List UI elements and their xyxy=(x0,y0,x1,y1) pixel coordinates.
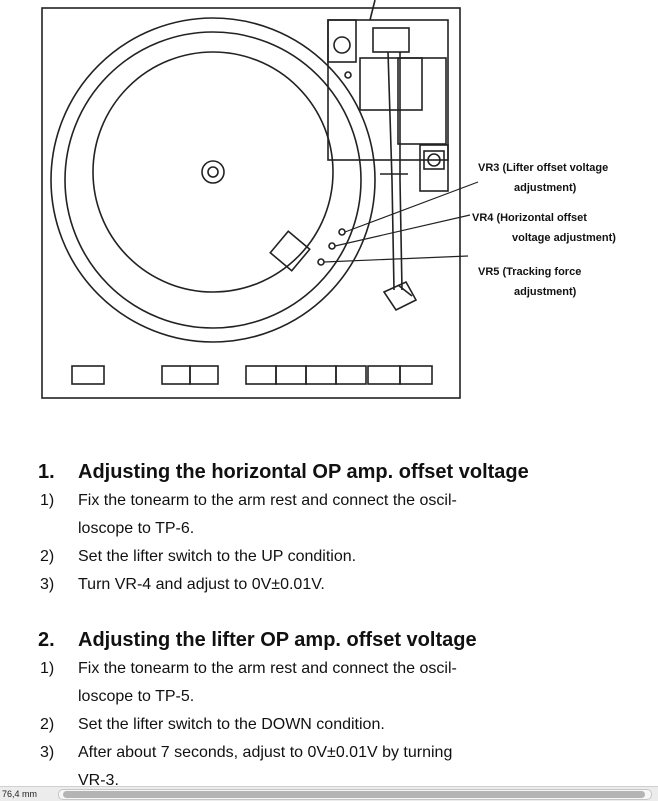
step-text-line2: VR-3. xyxy=(78,772,119,789)
vr3-leader xyxy=(344,181,479,233)
front-button-8 xyxy=(367,365,401,385)
section-horizontal-offset: 1. Adjusting the horizontal OP amp. offse… xyxy=(38,457,638,599)
viewer-status-bar: 76,4 mm xyxy=(0,786,658,801)
arm-block-2 xyxy=(397,57,447,145)
vr5-callout: VR5 (Tracking force adjustment) xyxy=(478,262,581,302)
step-text-line1: Set the lifter switch to the DOWN condit… xyxy=(78,716,385,733)
section-number: 2. xyxy=(38,629,55,651)
tonearm-pivot xyxy=(372,27,410,53)
lifter-knob xyxy=(427,153,441,167)
section-number: 1. xyxy=(38,461,55,483)
step-text-line2: loscope to TP-6. xyxy=(78,520,195,537)
vr4-callout-line1: VR4 (Horizontal offset xyxy=(472,212,587,224)
front-button-4 xyxy=(245,365,277,385)
section-lifter-offset: 2. Adjusting the lifter OP amp. offset vo… xyxy=(38,625,638,795)
vr4-callout-line2: voltage adjustment) xyxy=(512,232,616,244)
horizontal-scrollbar[interactable] xyxy=(58,789,652,800)
step-text-line1: Fix the tonearm to the arm rest and conn… xyxy=(78,492,457,509)
step-text-line2: loscope to TP-5. xyxy=(78,688,195,705)
section-title: Adjusting the lifter OP amp. offset volt… xyxy=(78,629,477,651)
front-button-5 xyxy=(275,365,307,385)
arm-block-3 xyxy=(419,144,449,192)
vr3-callout-line1: VR3 (Lifter offset voltage xyxy=(478,162,609,174)
section-heading: 2. Adjusting the lifter OP amp. offset vo… xyxy=(38,625,638,655)
vr5-callout-line2: adjustment) xyxy=(514,286,577,298)
step-item: 3) Turn VR-4 and adjust to 0V±0.01V. xyxy=(38,571,638,599)
vr-point-3 xyxy=(317,258,325,266)
step-text-line1: Fix the tonearm to the arm rest and conn… xyxy=(78,660,457,677)
step-text-line1: Set the lifter switch to the UP conditio… xyxy=(78,548,357,565)
step-text-line1: Turn VR-4 and adjust to 0V±0.01V. xyxy=(78,576,325,593)
front-button-2 xyxy=(161,365,191,385)
scrollbar-thumb[interactable] xyxy=(63,791,645,798)
platter-outer xyxy=(50,17,376,343)
step-item: 2) Set the lifter switch to the DOWN con… xyxy=(38,711,638,739)
step-number: 2) xyxy=(40,548,55,565)
front-button-3 xyxy=(189,365,219,385)
front-button-9 xyxy=(399,365,433,385)
arm-base-top xyxy=(327,19,357,63)
section-title: Adjusting the horizontal OP amp. offset … xyxy=(78,461,529,483)
arm-block-1 xyxy=(359,57,423,111)
step-number: 3) xyxy=(40,744,55,761)
front-button-6 xyxy=(305,365,337,385)
spindle-inner xyxy=(207,166,219,178)
front-button-7 xyxy=(335,365,367,385)
vr5-callout-line1: VR5 (Tracking force xyxy=(478,266,582,278)
vr-point-2 xyxy=(328,242,336,250)
chassis-outline xyxy=(41,7,461,399)
vr3-callout: VR3 (Lifter offset voltage adjustment) xyxy=(478,158,608,198)
lifter-button xyxy=(423,150,445,170)
vr4-leader xyxy=(334,214,471,247)
step-number: 3) xyxy=(40,576,55,593)
arm-rest-knob xyxy=(333,36,351,54)
step-item: 1) Fix the tonearm to the arm rest and c… xyxy=(38,655,638,711)
vr3-point xyxy=(344,71,352,79)
section-heading: 1. Adjusting the horizontal OP amp. offse… xyxy=(38,457,638,487)
spindle-outer xyxy=(201,160,225,184)
front-button-1 xyxy=(71,365,105,385)
step-number: 1) xyxy=(40,492,55,509)
step-item: 3) After about 7 seconds, adjust to 0V±0… xyxy=(38,739,638,795)
platter-inner xyxy=(64,31,362,329)
vr4-callout: VR4 (Horizontal offset voltage adjustmen… xyxy=(472,208,616,248)
step-number: 2) xyxy=(40,716,55,733)
step-number: 1) xyxy=(40,660,55,677)
vr-point-1 xyxy=(338,228,346,236)
vr5-leader xyxy=(323,255,469,263)
zoom-label: 76,4 mm xyxy=(2,789,38,799)
step-item: 2) Set the lifter switch to the UP condi… xyxy=(38,543,638,571)
platter-label xyxy=(92,51,334,293)
step-text-line1: After about 7 seconds, adjust to 0V±0.01… xyxy=(78,744,453,761)
vr3-callout-line2: adjustment) xyxy=(514,182,577,194)
turntable-diagram xyxy=(41,0,479,399)
platter-pad xyxy=(269,230,311,272)
step-item: 1) Fix the tonearm to the arm rest and c… xyxy=(38,487,638,543)
arm-housing xyxy=(327,19,449,161)
